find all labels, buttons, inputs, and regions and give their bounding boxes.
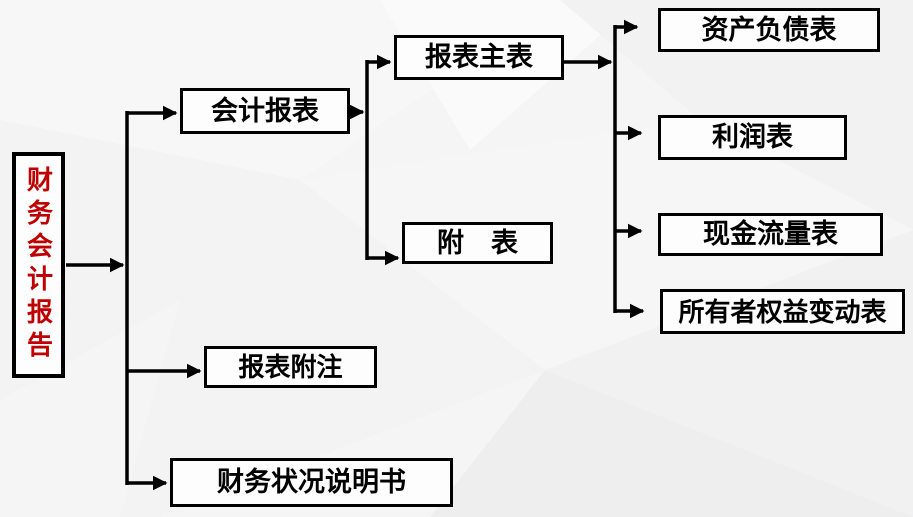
node-owners-equity-change-statement: 所有者权益变动表 <box>660 289 905 334</box>
node-main-statements: 报表主表 <box>394 35 564 80</box>
node-financial-condition-description: 财务状况说明书 <box>170 458 453 507</box>
node-financial-accounting-report: 财务会计报告 <box>12 152 65 378</box>
node-statement-notes: 报表附注 <box>204 346 377 388</box>
node-supplementary-statements: 附 表 <box>402 222 553 264</box>
node-cash-flow-statement: 现金流量表 <box>658 213 883 256</box>
node-income-statement: 利润表 <box>658 115 847 160</box>
node-balance-sheet: 资产负债表 <box>658 8 880 52</box>
node-accounting-statements: 会计报表 <box>180 88 350 134</box>
